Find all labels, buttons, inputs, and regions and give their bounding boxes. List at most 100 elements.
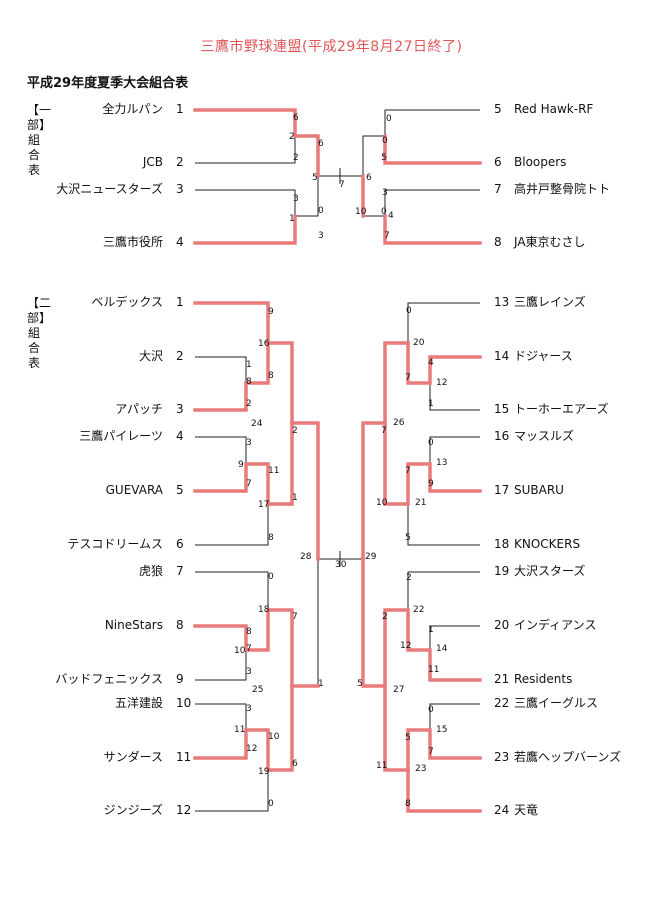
team-name: バッドフェニックス (55, 672, 163, 686)
score-label: 3 (246, 704, 252, 714)
score-label: 0 (406, 306, 412, 316)
score-label: 9 (238, 460, 244, 470)
score-label: 17 (258, 500, 269, 510)
score-label: 12 (400, 641, 411, 651)
team-seed: 6 (494, 155, 502, 169)
team-name: 虎狼 (138, 564, 163, 578)
score-label: 8 (268, 371, 274, 381)
team-seed: 20 (494, 618, 510, 632)
team-name: 三鷹イーグルス (514, 696, 599, 710)
bracket-line (195, 423, 293, 546)
team-seed: 3 (176, 402, 184, 416)
score-label: 6 (293, 113, 299, 123)
score-label: 5 (381, 153, 387, 163)
score-label: 4 (428, 358, 434, 368)
bracket-line (362, 559, 480, 687)
page-subtitle: 平成29年度夏季大会組合表 (27, 76, 189, 91)
team-name: NineStars (104, 618, 163, 632)
score-label: 11 (376, 761, 387, 771)
score-label: 0 (386, 114, 392, 124)
score-label: 7 (292, 612, 298, 622)
score-label: 11 (234, 725, 245, 735)
team-seed: 11 (176, 750, 192, 764)
score-label: 5 (312, 173, 318, 183)
page-title: 三鷹市野球連盟(平成29年8月27日終了) (200, 39, 463, 55)
team-seed: 5 (176, 483, 184, 497)
team-seed: 9 (176, 672, 184, 686)
winner-path (383, 214, 482, 245)
team-name: 高井戸整骨院トト (514, 182, 611, 196)
score-label: 3 (246, 438, 252, 448)
score-label: 27 (393, 685, 404, 695)
score-label: 21 (415, 498, 426, 508)
score-label: 1 (292, 493, 298, 503)
score-label: 2 (289, 132, 295, 142)
score-label: 6 (292, 759, 298, 769)
team-name: JA東京むさし (514, 235, 586, 249)
bracket-line (195, 686, 293, 812)
team-name: 五洋建設 (114, 696, 163, 710)
team-name: 若鷹ヘップバーンズ (514, 750, 622, 764)
score-label: 6 (366, 173, 372, 183)
team-name: アパッチ (115, 402, 163, 416)
team-seed: 8 (176, 618, 184, 632)
bracket-line (340, 302, 480, 560)
score-label: 0 (318, 206, 324, 216)
team-name: マッスルズ (514, 429, 575, 443)
score-label: 19 (258, 767, 270, 777)
score-label: 15 (436, 725, 447, 735)
team-name: 天竜 (514, 803, 539, 817)
team-name: Bloopers (514, 155, 567, 169)
score-label: 14 (436, 644, 448, 654)
team-seed: 5 (494, 102, 502, 116)
winner-path (193, 214, 297, 245)
score-label: 29 (365, 552, 377, 562)
team-seed: 24 (494, 803, 510, 817)
team-seed: 2 (176, 349, 184, 363)
winner-path (361, 557, 482, 813)
team-seed: 6 (176, 537, 184, 551)
team-seed: 10 (176, 696, 192, 710)
bracket-line (340, 109, 480, 177)
winner-path (193, 684, 294, 772)
team-seed: 1 (176, 295, 184, 309)
score-label: 8 (246, 377, 252, 387)
team-name: サンダース (103, 750, 163, 764)
score-label: 7 (246, 644, 252, 654)
score-label: 0 (428, 438, 434, 448)
score-label: 30 (335, 560, 347, 570)
team-name: KNOCKERS (514, 537, 581, 551)
score-label: 2 (406, 573, 412, 583)
team-seed: 22 (494, 696, 510, 710)
score-label: 9 (268, 307, 274, 317)
bracket-line (407, 343, 480, 411)
score-label: 9 (428, 479, 434, 489)
score-label: 12 (246, 744, 257, 754)
score-label: 6 (318, 139, 324, 149)
team-seed: 4 (176, 429, 184, 443)
score-label: 1 (289, 214, 295, 224)
score-label: 3 (293, 194, 299, 204)
bracket-line (195, 343, 269, 411)
score-label: 10 (376, 498, 388, 508)
team-seed: 15 (494, 402, 510, 416)
team-name: JCB (142, 155, 163, 169)
score-label: 10 (234, 646, 246, 656)
score-label: 20 (413, 338, 425, 348)
team-name: インディアンス (514, 618, 597, 632)
team-name: 大沢ニュースターズ (56, 182, 163, 196)
score-label: 7 (405, 373, 411, 383)
team-name: 全力ルパン (102, 102, 163, 116)
team-seed: 3 (176, 182, 184, 196)
team-name: ドジャース (514, 349, 573, 363)
team-seed: 1 (176, 102, 184, 116)
team-name: ベルデックス (91, 295, 163, 309)
score-label: 4 (388, 211, 394, 221)
winner-path (193, 301, 320, 561)
score-label: 24 (251, 419, 263, 429)
winner-path (406, 728, 482, 772)
score-label: 0 (268, 572, 274, 582)
score-label: 1 (428, 399, 434, 409)
score-label: 1 (246, 360, 252, 370)
